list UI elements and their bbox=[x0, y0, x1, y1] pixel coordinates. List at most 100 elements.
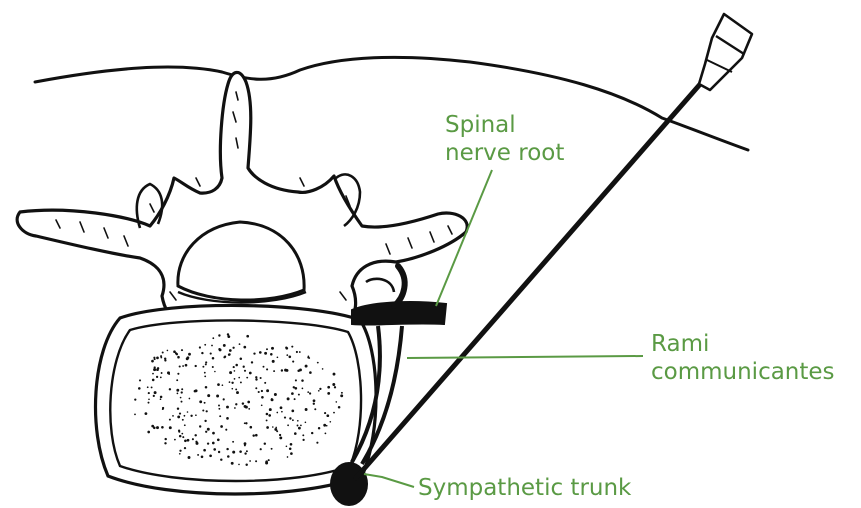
stipple-dot bbox=[294, 398, 296, 400]
stipple-dot bbox=[185, 364, 188, 367]
stipple-dot bbox=[181, 401, 183, 403]
stipple-dot bbox=[192, 438, 194, 440]
stipple-dot bbox=[268, 414, 271, 417]
stipple-dot bbox=[223, 356, 225, 358]
stipple-dot bbox=[189, 398, 191, 400]
stipple-dot bbox=[289, 417, 291, 419]
stipple-dot bbox=[152, 373, 154, 375]
stipple-dot bbox=[246, 377, 248, 379]
stipple-dot bbox=[220, 458, 222, 460]
stipple-dot bbox=[298, 394, 300, 396]
stipple-dot bbox=[162, 351, 164, 353]
stipple-dot bbox=[313, 403, 315, 405]
stipple-dot bbox=[199, 425, 201, 427]
stipple-dot bbox=[179, 413, 181, 415]
stipple-dot bbox=[260, 377, 262, 379]
stipple-dot bbox=[197, 454, 199, 456]
stipple-dot bbox=[274, 428, 277, 431]
stipple-dot bbox=[153, 368, 156, 371]
stipple-dot bbox=[177, 393, 179, 395]
stipple-dot bbox=[202, 366, 204, 368]
stipple-dot bbox=[292, 419, 294, 421]
stipple-dot bbox=[255, 434, 258, 437]
stipple-dot bbox=[308, 357, 310, 359]
stipple-dot bbox=[266, 413, 269, 416]
stipple-dot bbox=[319, 388, 321, 390]
stipple-dot bbox=[220, 425, 223, 428]
stipple-dot bbox=[239, 343, 241, 345]
stipple-dot bbox=[184, 415, 186, 417]
stipple-dot bbox=[296, 351, 298, 353]
stipple-dot bbox=[229, 381, 231, 383]
stipple-dot bbox=[243, 346, 246, 349]
stipple-dot bbox=[295, 379, 297, 381]
stipple-dot bbox=[223, 344, 226, 347]
leader-lines bbox=[364, 170, 643, 487]
stipple-dot bbox=[317, 362, 319, 364]
stipple-dot bbox=[318, 390, 320, 392]
stipple-dot bbox=[184, 447, 186, 449]
stipple-dot bbox=[252, 434, 254, 436]
stipple-dot bbox=[180, 397, 182, 399]
stipple-dot bbox=[302, 388, 304, 390]
stipple-dot bbox=[313, 399, 316, 402]
stipple-dot bbox=[184, 424, 186, 426]
stipple-dot bbox=[233, 366, 235, 368]
stipple-dot bbox=[243, 366, 245, 368]
stipple-dot bbox=[260, 448, 262, 450]
stipple-dot bbox=[219, 415, 221, 417]
stipple-dot bbox=[201, 456, 204, 459]
stipple-dot bbox=[177, 415, 180, 418]
stipple-dot bbox=[167, 371, 170, 374]
stipple-dot bbox=[249, 372, 252, 375]
stipple-dot bbox=[204, 372, 206, 374]
stipple-dot bbox=[239, 450, 242, 453]
stipple-dot bbox=[203, 449, 206, 452]
stipple-dot bbox=[148, 392, 150, 394]
stipple-dot bbox=[261, 404, 263, 406]
stipple-dot bbox=[172, 415, 174, 417]
stipple-dot bbox=[177, 356, 180, 359]
needle-hub bbox=[699, 14, 752, 90]
stipple-dot bbox=[179, 453, 181, 455]
stipple-dot bbox=[182, 419, 184, 421]
stipple-dot bbox=[212, 432, 215, 435]
stipple-dot bbox=[302, 434, 304, 436]
stipple-dot bbox=[281, 369, 283, 371]
stipple-dot bbox=[179, 435, 182, 438]
stipple-dot bbox=[247, 401, 250, 404]
stipple-dot bbox=[266, 389, 269, 392]
label-spinal-nerve-root: Spinal nerve root bbox=[445, 111, 564, 167]
stipple-dot bbox=[271, 448, 273, 450]
stipple-dot bbox=[294, 432, 297, 435]
stipple-dot bbox=[284, 417, 286, 419]
stipple-dot bbox=[156, 357, 159, 360]
stipple-dot bbox=[253, 352, 255, 354]
stipple-dot bbox=[181, 349, 183, 351]
stipple-dot bbox=[266, 368, 268, 370]
stipple-dot bbox=[154, 391, 157, 394]
stipple-dot bbox=[211, 345, 213, 347]
stipple-dot bbox=[242, 402, 244, 404]
label-rami-communicantes-line-2: communicantes bbox=[651, 358, 835, 386]
stipple-dot bbox=[232, 347, 234, 349]
label-sympathetic-trunk: Sympathetic trunk bbox=[418, 474, 631, 502]
stipple-dot bbox=[213, 448, 216, 451]
stipple-dot bbox=[327, 386, 330, 389]
stipple-dot bbox=[330, 421, 332, 423]
skin-surface-line bbox=[35, 57, 748, 150]
stipple-dot bbox=[179, 450, 181, 452]
stipple-dot bbox=[316, 442, 318, 444]
stipple-dot bbox=[279, 434, 281, 436]
stipple-dot bbox=[235, 403, 237, 405]
stipple-dot bbox=[176, 389, 179, 392]
stipple-dot bbox=[160, 396, 163, 399]
stipple-dot bbox=[175, 352, 177, 354]
stipple-dot bbox=[255, 378, 257, 380]
stipple-dot bbox=[174, 439, 176, 441]
stipple-dot bbox=[274, 393, 277, 396]
stipple-dot bbox=[246, 335, 249, 338]
stipple-dot bbox=[134, 414, 136, 416]
stipple-dot bbox=[340, 394, 343, 397]
stipple-dot bbox=[177, 407, 179, 409]
